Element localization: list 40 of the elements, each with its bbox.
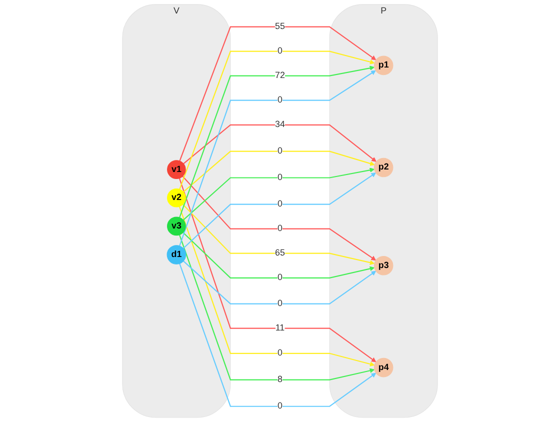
edge-label: 72 [275, 70, 285, 80]
edge-label: 34 [275, 120, 285, 130]
node-circle: v2 [167, 188, 186, 208]
arrow [178, 234, 375, 380]
arrow [182, 176, 376, 261]
node-circle: v3 [167, 216, 186, 236]
node-circle: p1 [374, 56, 394, 76]
node-circle: p3 [374, 256, 394, 276]
edge-label: 0 [278, 146, 282, 156]
node-circle: v1 [167, 160, 186, 179]
arrow [179, 66, 375, 218]
arrow [182, 232, 375, 278]
arrow [182, 172, 376, 249]
arrow [183, 124, 376, 164]
edge-label: 65 [275, 248, 285, 258]
edge-label: 0 [278, 95, 282, 105]
edge-label: 0 [278, 272, 282, 282]
edge-label: 0 [278, 298, 282, 308]
edge-label: 0 [278, 172, 282, 182]
arrow [178, 178, 376, 362]
arrow [179, 26, 376, 162]
arrow [179, 70, 376, 246]
arrow [178, 206, 375, 366]
edge-label: 0 [278, 224, 282, 234]
arrow [179, 263, 376, 407]
arrow [183, 150, 375, 192]
node-circle: p2 [374, 158, 394, 178]
edge-label: 0 [278, 199, 282, 209]
edge-label: 55 [275, 22, 285, 32]
node-circle: p4 [374, 358, 394, 378]
edge-label: 0 [278, 46, 282, 56]
edge-label: 0 [278, 401, 282, 411]
arrow [182, 168, 375, 220]
arrow [179, 50, 375, 190]
edge-label: 8 [278, 374, 282, 384]
edge-label: 0 [278, 348, 282, 358]
arrow [183, 260, 376, 304]
arrow [182, 204, 375, 265]
node-circle: d1 [166, 245, 186, 264]
edge-label: 11 [275, 323, 285, 333]
